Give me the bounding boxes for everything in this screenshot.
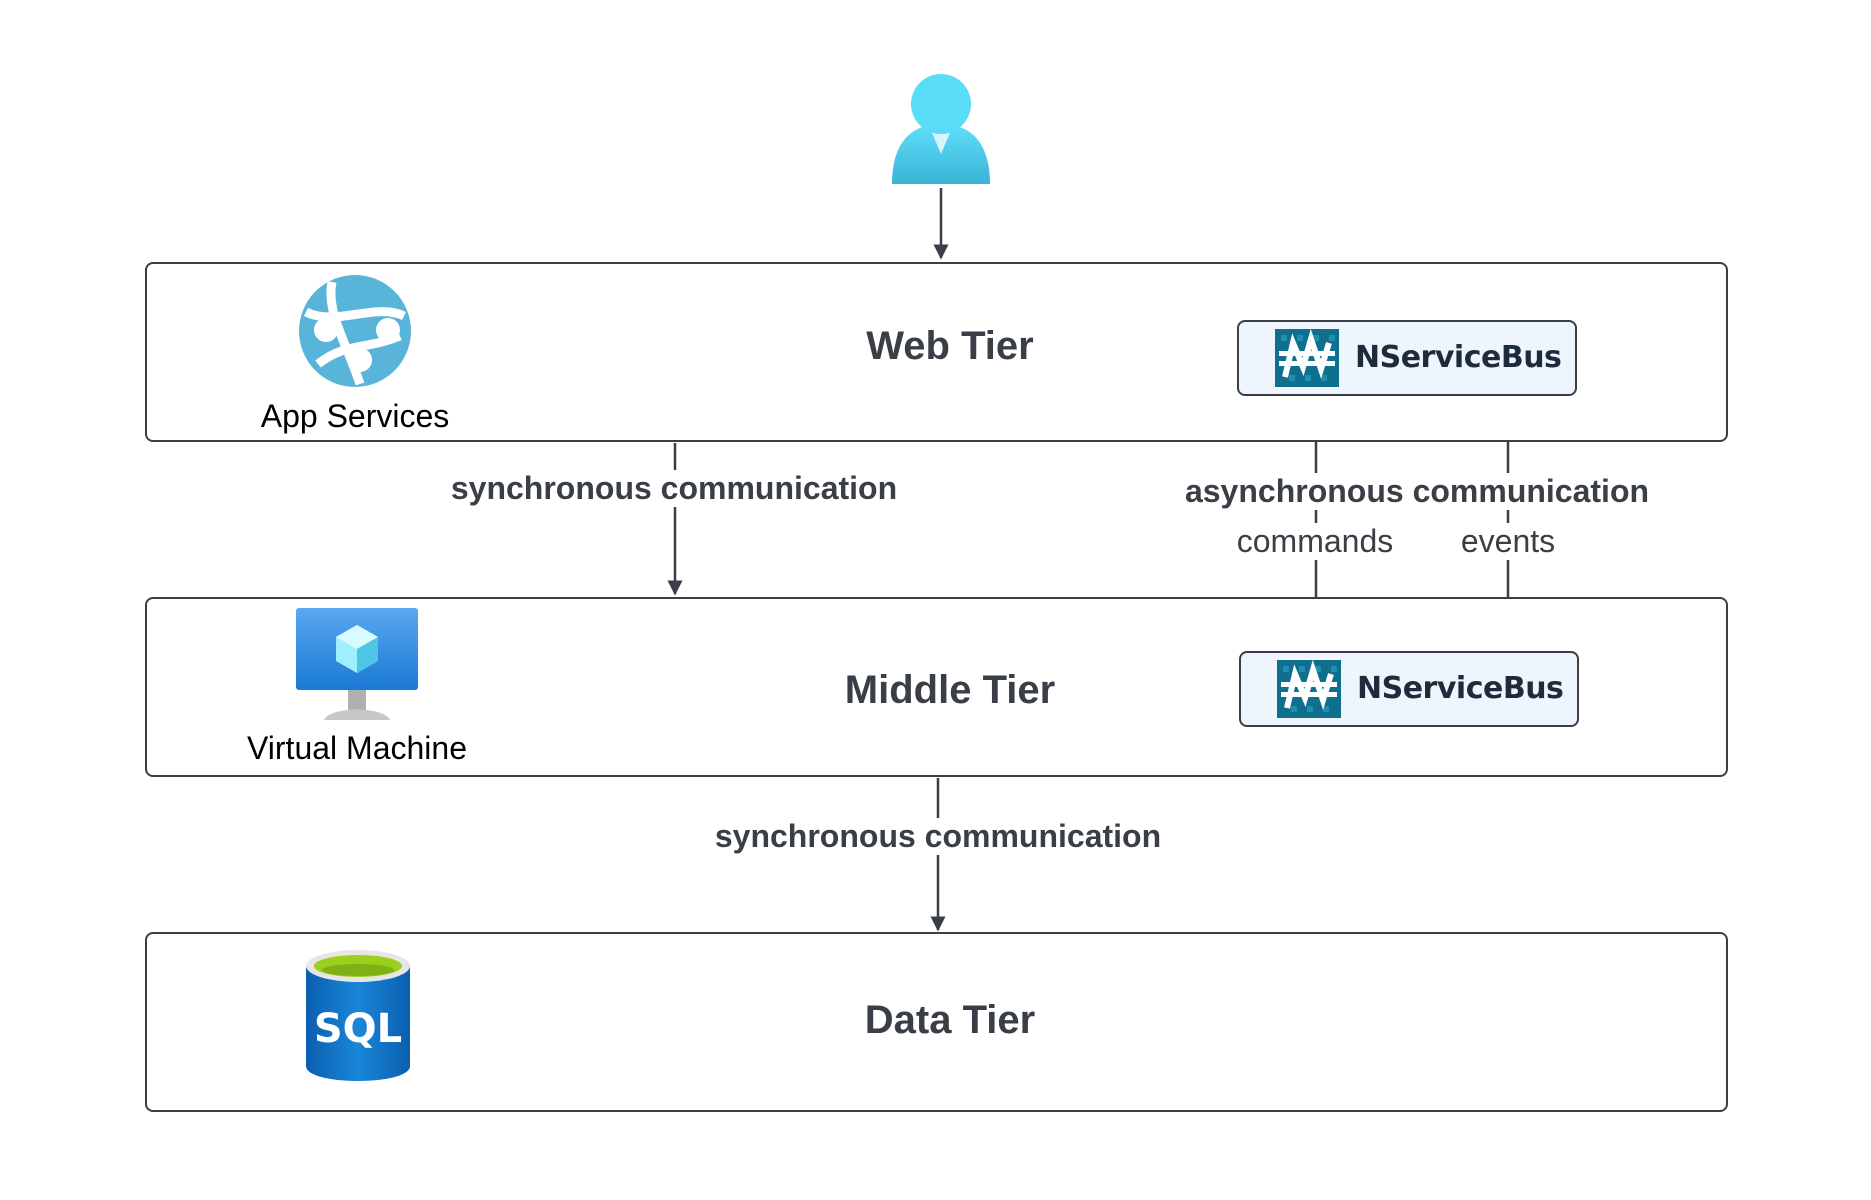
web-nservicebus-label: NServiceBus xyxy=(1355,340,1562,375)
user-icon xyxy=(892,74,990,184)
middle-to-data-label: synchronous communication xyxy=(712,818,1164,855)
app-services-icon xyxy=(299,275,411,387)
commands-label: commands xyxy=(1234,523,1396,560)
middle-tier-title: Middle Tier xyxy=(844,668,1056,712)
data-tier-title: Data Tier xyxy=(864,998,1036,1042)
virtual-machine-label: Virtual Machine xyxy=(247,730,467,766)
web-tier-title: Web Tier xyxy=(866,324,1034,368)
app-services-label: App Services xyxy=(260,398,450,434)
sql-icon-text: SQL xyxy=(314,1006,402,1052)
web-nservicebus-box: NServiceBus xyxy=(1237,320,1577,396)
sql-database-icon: SQL xyxy=(306,950,410,1081)
nservicebus-logo-icon xyxy=(1275,329,1339,387)
data-tier-box xyxy=(145,932,1728,1112)
nservicebus-logo-icon xyxy=(1277,660,1341,718)
virtual-machine-icon xyxy=(296,608,418,720)
middle-nservicebus-box: NServiceBus xyxy=(1239,651,1579,727)
events-label: events xyxy=(1458,523,1558,560)
async-communication-label: asynchronous communication xyxy=(1182,473,1652,510)
web-to-middle-label: synchronous communication xyxy=(448,470,900,507)
middle-nservicebus-label: NServiceBus xyxy=(1357,671,1564,706)
